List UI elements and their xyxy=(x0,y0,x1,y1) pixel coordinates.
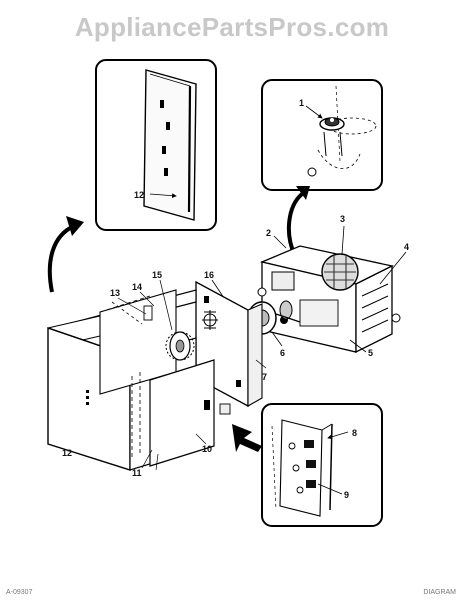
callout-4: 4 xyxy=(404,242,409,252)
callout-16: 16 xyxy=(204,270,214,280)
callout-arrow xyxy=(47,224,75,293)
panel-slot xyxy=(166,122,170,130)
panel-slot xyxy=(162,146,166,154)
callout-1: 1 xyxy=(299,98,304,108)
callout-12-cabinet: 12 xyxy=(62,448,72,458)
inset-top-right: 1 xyxy=(261,79,383,191)
callout-7: 7 xyxy=(262,372,267,382)
inset-bottom-right: 8 9 xyxy=(261,403,383,527)
callout-13: 13 xyxy=(110,288,120,298)
arrow-head xyxy=(66,216,84,236)
inset-rear-panel: 12 xyxy=(95,59,217,231)
callout-5: 5 xyxy=(368,348,373,358)
footer-code-left: A-09307 xyxy=(6,589,33,596)
callout-15: 15 xyxy=(152,270,162,280)
callout-3: 3 xyxy=(340,214,345,224)
callout-9: 9 xyxy=(344,490,349,500)
callout-arrow xyxy=(232,424,262,452)
main-cabinet: 13 14 15 10 11 12 xyxy=(47,270,231,478)
callout-2: 2 xyxy=(266,228,271,238)
panel-slot xyxy=(160,100,164,108)
motor-housing-assembly: 2 3 4 5 xyxy=(257,214,409,358)
callout-6: 6 xyxy=(280,348,285,358)
watermark-text: AppliancePartsPros.com xyxy=(74,12,390,42)
callout-12-panel: 12 xyxy=(134,190,144,200)
callout-10: 10 xyxy=(202,444,212,454)
callout-8: 8 xyxy=(352,428,357,438)
panel-slot xyxy=(164,168,168,176)
callout-14: 14 xyxy=(132,282,142,292)
arrow-head xyxy=(296,186,310,200)
footer-code-right: DIAGRAM xyxy=(423,589,456,596)
callout-11: 11 xyxy=(132,468,142,478)
